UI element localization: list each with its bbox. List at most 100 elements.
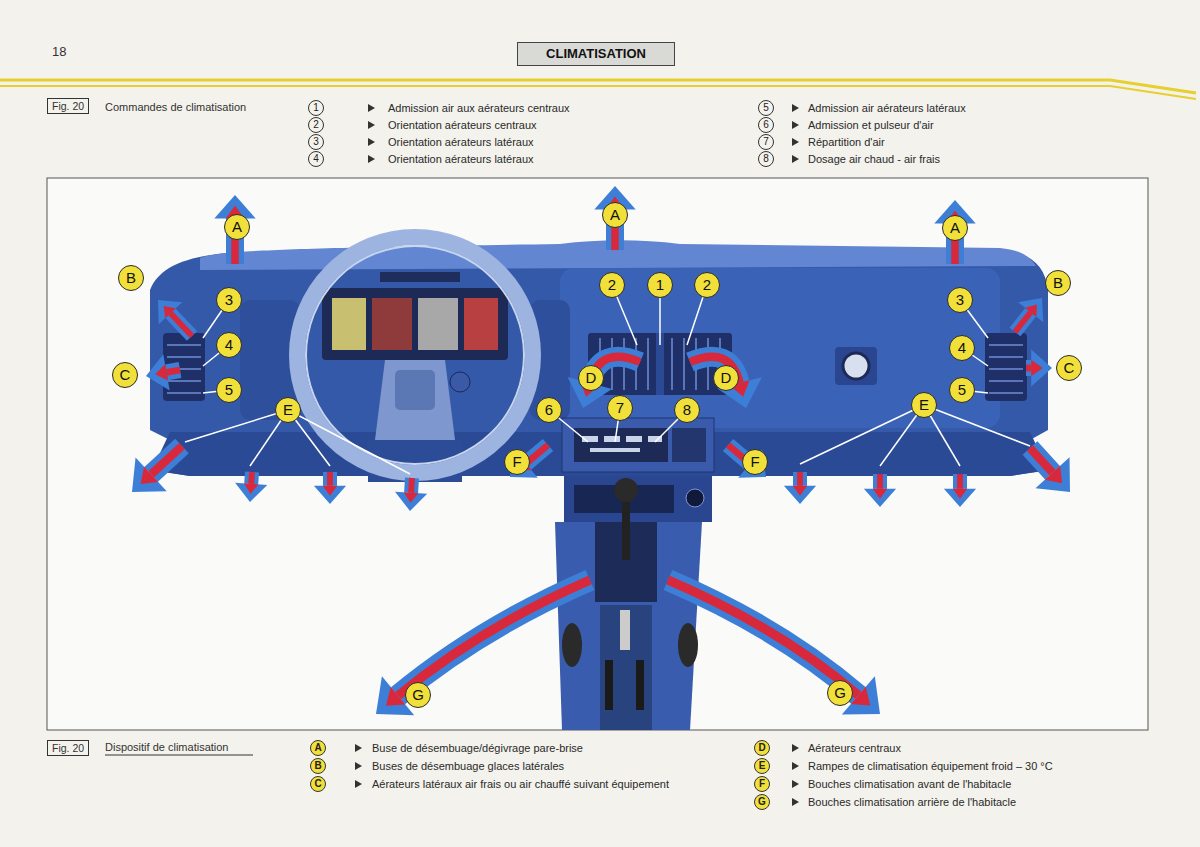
figure-number-box: Fig. 20 xyxy=(47,98,89,114)
callout-number: A xyxy=(942,215,968,241)
air-flow-arrow-stripe xyxy=(1030,448,1053,473)
key-letter: C xyxy=(310,776,326,792)
callout-number: E xyxy=(911,392,937,418)
air-flow-arrow xyxy=(668,580,858,695)
air-flow-arrowhead xyxy=(944,489,976,507)
air-flow-arrowhead-stripe xyxy=(244,483,258,493)
callout-number: 2 xyxy=(599,272,625,298)
air-flow-arrow-stripe xyxy=(398,580,590,696)
key-text: Bouches climatisation avant de l'habitac… xyxy=(808,777,1011,791)
callout-number: G xyxy=(827,680,853,706)
air-flow-arrow xyxy=(170,313,192,336)
key-letter: A xyxy=(310,740,326,756)
air-flow-arrowhead-stripe xyxy=(386,687,405,706)
air-flow-arrow xyxy=(398,580,590,696)
key-text: Admission air aérateurs latéraux xyxy=(808,101,966,115)
air-flow-arrowhead xyxy=(1031,350,1052,387)
callout-number: 2 xyxy=(694,272,720,298)
title: CLIMATISATION xyxy=(546,46,646,61)
callout-number: 3 xyxy=(216,287,242,313)
air-flow-arrowhead-stripe xyxy=(793,486,807,496)
air-flow-arrow xyxy=(1030,448,1053,473)
key-text: Orientation aérateurs centraux xyxy=(388,118,537,132)
key-number: 8 xyxy=(758,151,774,167)
header-rule xyxy=(0,86,1196,99)
air-flow-arrowhead xyxy=(395,492,427,511)
air-flow-arrow-stripe xyxy=(408,478,415,493)
air-flow-arrow xyxy=(323,472,337,486)
air-flow-arrowhead xyxy=(784,486,816,504)
key-number: 2 xyxy=(308,117,324,133)
key-letter: G xyxy=(754,794,770,810)
air-flow-arrow-stripe xyxy=(170,313,192,336)
key-text: Admission et pulseur d'air xyxy=(808,118,934,132)
air-flow-arrowhead xyxy=(1035,457,1070,492)
key-letter: F xyxy=(754,776,770,792)
callout-number: F xyxy=(742,449,768,475)
key-text: Rampes de climatisation équipement froid… xyxy=(808,759,1053,773)
caption-underline xyxy=(105,755,253,756)
key-text: Buse de désembuage/dégivrage pare-brise xyxy=(372,741,583,755)
air-flow-arrow xyxy=(404,478,419,493)
callout-number: D xyxy=(578,365,604,391)
callout-number: E xyxy=(275,397,301,423)
air-flow-arrow-stripe xyxy=(1015,312,1031,332)
callout-number: 5 xyxy=(949,377,975,403)
air-flow-arrow-stripe xyxy=(797,472,803,486)
air-flow-arrowhead xyxy=(158,300,182,324)
callout-number: F xyxy=(504,449,530,475)
callout-number: D xyxy=(713,365,739,391)
air-flow-arrowhead-stripe xyxy=(141,467,159,484)
callout-number: 8 xyxy=(674,397,700,423)
air-flow-arrow-stripe xyxy=(248,472,255,484)
page-number: 18 xyxy=(52,44,66,59)
callout-number: 5 xyxy=(216,377,242,403)
air-flow-arrowhead-stripe xyxy=(164,306,176,318)
figure-frame xyxy=(47,178,1148,730)
air-flow-arrow xyxy=(166,370,180,372)
air-flow-arrowhead xyxy=(314,486,346,504)
callout-number: 4 xyxy=(949,335,975,361)
air-flow-arrowhead-stripe xyxy=(873,489,887,499)
figure-number: Fig. 20 xyxy=(52,742,84,754)
air-flow-arrowhead xyxy=(132,457,167,492)
air-flow-arrowhead-stripe xyxy=(1025,304,1037,316)
callout-number: G xyxy=(405,682,431,708)
figure-heading: Commandes de climatisation xyxy=(105,101,246,113)
key-number: 5 xyxy=(758,100,774,116)
callout-number: 7 xyxy=(607,395,633,421)
air-flow-arrowhead-stripe xyxy=(851,687,870,706)
air-flow-arrowhead-stripe xyxy=(155,364,168,380)
air-flow-arrow-stripe xyxy=(151,446,182,474)
air-flow-arrowhead-stripe xyxy=(1045,466,1062,484)
title-box: CLIMATISATION xyxy=(517,42,675,66)
air-flow-arrowhead-stripe xyxy=(1031,360,1042,377)
key-number: 7 xyxy=(758,134,774,150)
air-flow-arrow-stripe xyxy=(166,370,180,372)
key-text: Admission air aux aérateurs centraux xyxy=(388,101,570,115)
air-flow-arrow xyxy=(953,474,967,489)
key-number: 6 xyxy=(758,117,774,133)
air-flow-arrowhead xyxy=(235,483,267,502)
air-flow-arrowhead-stripe xyxy=(404,492,418,502)
figure-number: Fig. 20 xyxy=(52,100,84,112)
dashboard xyxy=(150,237,1050,730)
key-letter: E xyxy=(754,758,770,774)
callout-number: 1 xyxy=(647,272,673,298)
key-text: Orientation aérateurs latéraux xyxy=(388,135,534,149)
key-text: Aérateurs latéraux air frais ou air chau… xyxy=(372,777,712,791)
figure-number-box: Fig. 20 xyxy=(47,740,89,756)
callout-number: C xyxy=(1056,355,1082,381)
callout-number: 6 xyxy=(536,397,562,423)
callout-number: A xyxy=(224,214,250,240)
key-text: Bouches climatisation arrière de l'habit… xyxy=(808,795,1016,809)
key-text: Répartition d'air xyxy=(808,135,885,149)
leader-lines xyxy=(185,285,1030,474)
air-flow-arrow xyxy=(873,474,887,489)
air-flow-arrow xyxy=(244,472,259,484)
callout-number: C xyxy=(112,362,138,388)
key-number: 4 xyxy=(308,151,324,167)
key-text: Buses de désembuage glaces latérales xyxy=(372,759,564,773)
air-flow-arrow-stripe xyxy=(877,474,883,489)
